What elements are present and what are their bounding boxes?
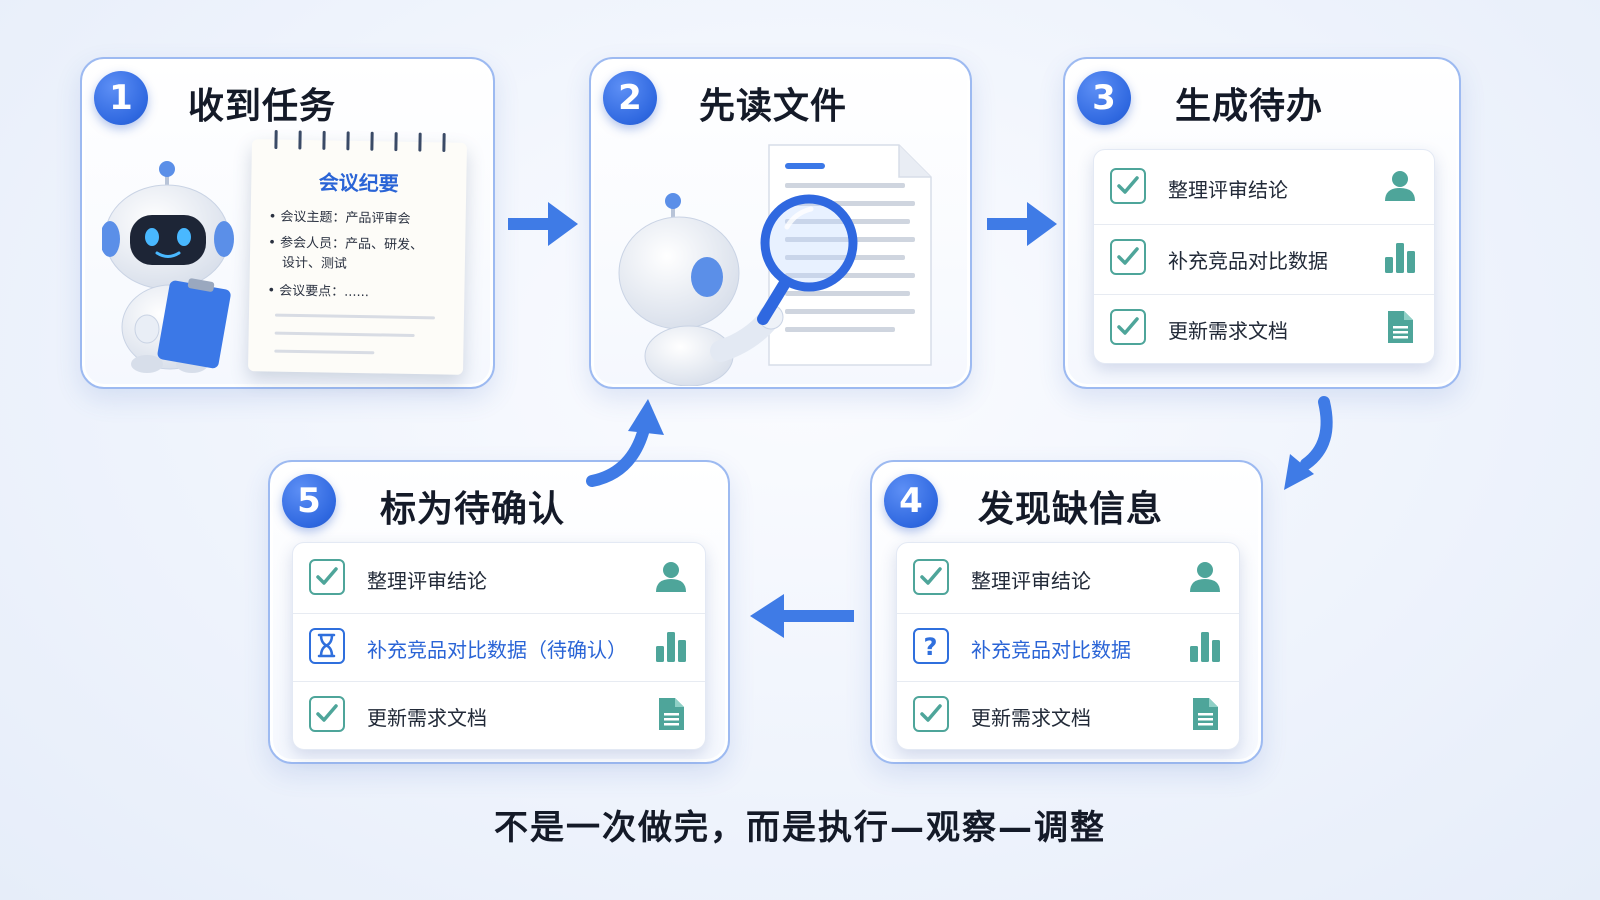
step-1-panel: 1 收到任务 会议纪要 • 会议主题：产品评审会 <box>80 57 495 389</box>
meeting-notes-card: 会议纪要 • 会议主题：产品评审会 • 参会人员：产品、研发、 设计、测试 • … <box>247 130 468 375</box>
todo-item-missing-info: ? 补充竞品对比数据 <box>897 613 1239 682</box>
todo-item: 整理评审结论 <box>897 545 1239 613</box>
hourglass-icon[interactable] <box>309 628 345 664</box>
step-5-title: 标为待确认 <box>380 489 566 530</box>
step-2-panel: 2 先读文件 <box>589 57 972 389</box>
person-icon <box>656 562 686 592</box>
checked-checkbox-icon[interactable] <box>1110 309 1146 345</box>
step-3-title: 生成待办 <box>1175 86 1324 127</box>
summary-caption: 不是一次做完，而是执行—观察—调整 <box>494 808 1106 848</box>
todo-label: 补充竞品对比数据 <box>1168 249 1328 273</box>
step-5-panel: 5 标为待确认 整理评审结论 补充竞品对比数据（待确认） 更新需求文档 <box>268 460 730 764</box>
person-icon <box>1385 171 1415 201</box>
bar-chart-icon <box>656 632 686 662</box>
todo-label: 更新需求文档 <box>367 706 487 730</box>
memo-placeholder-line <box>274 331 415 338</box>
todo-item: 更新需求文档 <box>897 681 1239 750</box>
todo-list-step-3: 整理评审结论 补充竞品对比数据 更新需求文档 <box>1093 149 1435 364</box>
todo-label: 更新需求文档 <box>971 706 1091 730</box>
step-3-badge: 3 <box>1077 71 1131 125</box>
document-icon <box>1388 311 1413 343</box>
todo-item: 整理评审结论 <box>1094 154 1434 222</box>
step-2-badge: 2 <box>603 71 657 125</box>
question-mark-icon[interactable]: ? <box>913 628 949 664</box>
arrow-left-4-to-5 <box>750 594 854 638</box>
robot-clipboard-illustration <box>102 161 234 373</box>
checked-checkbox-icon[interactable] <box>309 559 345 595</box>
notepad-rings-icon <box>274 130 446 152</box>
document-icon <box>659 698 684 730</box>
step-1-badge: 1 <box>94 71 148 125</box>
step-1-title: 收到任务 <box>188 86 337 127</box>
checked-checkbox-icon[interactable] <box>913 559 949 595</box>
document-icon <box>1193 698 1218 730</box>
bar-chart-icon <box>1190 632 1220 662</box>
robot-reading-illustration <box>618 193 784 386</box>
todo-label: 整理评审结论 <box>971 569 1091 593</box>
todo-item: 更新需求文档 <box>1094 294 1434 363</box>
step-4-panel: 4 发现缺信息 整理评审结论 ? 补充竞品对比数据 更新需求文档 <box>870 460 1263 764</box>
arrow-right-2-to-3 <box>987 202 1057 246</box>
step-4-badge: 4 <box>884 474 938 528</box>
checked-checkbox-icon[interactable] <box>1110 239 1146 275</box>
checked-checkbox-icon[interactable] <box>309 696 345 732</box>
svg-text:?: ? <box>924 633 938 661</box>
todo-label: 补充竞品对比数据 <box>971 638 1131 662</box>
memo-placeholder-line <box>274 313 435 320</box>
todo-list-step-4: 整理评审结论 ? 补充竞品对比数据 更新需求文档 <box>896 542 1240 750</box>
todo-label: 补充竞品对比数据（待确认） <box>367 638 627 662</box>
step-3-panel: 3 生成待办 整理评审结论 补充竞品对比数据 更新需求文档 <box>1063 57 1461 389</box>
todo-label: 整理评审结论 <box>367 569 487 593</box>
person-icon <box>1190 562 1220 592</box>
todo-item: 整理评审结论 <box>293 545 705 613</box>
todo-label: 更新需求文档 <box>1168 319 1288 343</box>
memo-placeholder-line <box>274 349 375 355</box>
todo-item: 补充竞品对比数据 <box>1094 224 1434 293</box>
memo-line: • 参会人员：产品、研发、 <box>268 235 424 254</box>
magnifier-icon <box>757 194 858 325</box>
checked-checkbox-icon[interactable] <box>913 696 949 732</box>
step-2-title: 先读文件 <box>699 86 848 127</box>
arrow-curve-3-to-4 <box>1284 396 1333 490</box>
todo-item-pending: 补充竞品对比数据（待确认） <box>293 613 705 682</box>
todo-label: 整理评审结论 <box>1168 178 1288 202</box>
todo-list-step-5: 整理评审结论 补充竞品对比数据（待确认） 更新需求文档 <box>292 542 706 750</box>
step-5-badge: 5 <box>282 474 336 528</box>
arrow-right-1-to-2 <box>508 202 578 246</box>
memo-line: 设计、测试 <box>281 255 348 272</box>
todo-item: 更新需求文档 <box>293 681 705 750</box>
arrow-curve-5-to-2 <box>586 399 664 487</box>
bar-chart-icon <box>1385 243 1415 273</box>
memo-title: 会议纪要 <box>318 170 399 196</box>
memo-line: • 会议主题：产品评审会 <box>268 209 411 227</box>
checked-checkbox-icon[interactable] <box>1110 168 1146 204</box>
memo-line: • 会议要点：...... <box>267 283 370 301</box>
step-4-title: 发现缺信息 <box>978 489 1164 530</box>
